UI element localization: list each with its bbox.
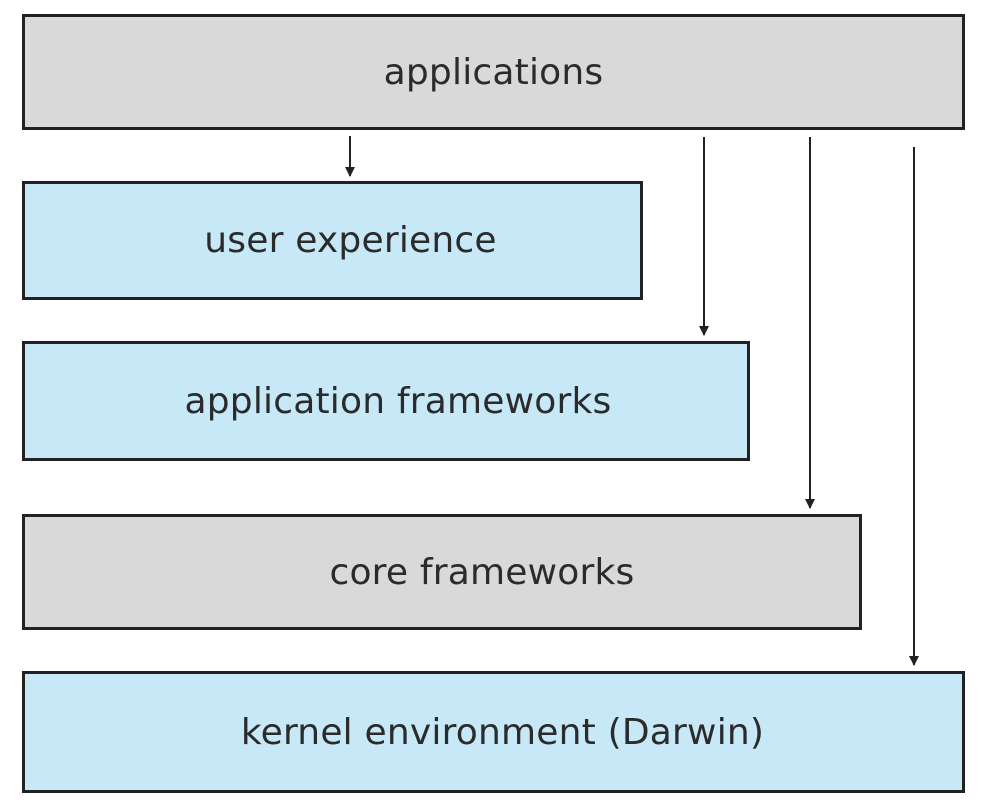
kernel-environment-layer: kernel environment (Darwin) [22, 671, 965, 793]
user-experience-layer: user experience [22, 181, 643, 300]
core-frameworks-layer: core frameworks [22, 514, 862, 630]
kernel-environment-label: kernel environment (Darwin) [240, 711, 765, 753]
core-frameworks-label: core frameworks [329, 551, 635, 593]
applications-label: applications [383, 51, 604, 93]
applications-layer: applications [22, 14, 965, 130]
application-frameworks-label: application frameworks [184, 380, 612, 422]
user-experience-label: user experience [204, 220, 497, 261]
application-frameworks-layer: application frameworks [22, 341, 750, 461]
